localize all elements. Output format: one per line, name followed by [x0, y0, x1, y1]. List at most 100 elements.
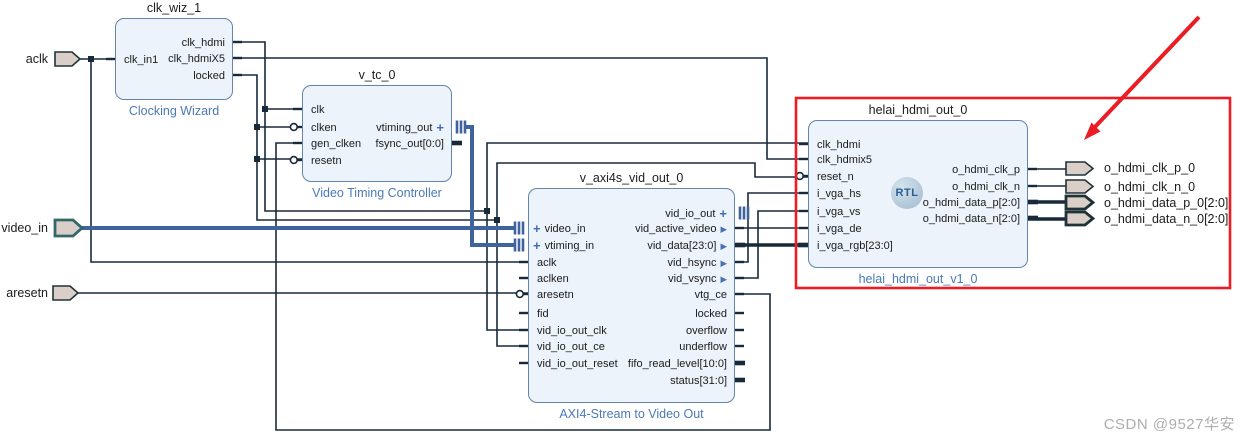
net-clk-hdmi-helai[interactable] [486, 142, 808, 211]
net-clk-hdmix5[interactable] [233, 57, 808, 160]
port-label-o-hdmi-clk-p-0: o_hdmi_clk_p_0 [1104, 161, 1196, 175]
pin-status310[interactable]: status[31:0] [670, 374, 727, 388]
expand-plus-icon[interactable]: + [533, 221, 541, 236]
pin-clk-in1[interactable]: clk_in1 [124, 53, 158, 67]
net-locked-resetn-helai[interactable] [496, 162, 808, 220]
expand-plus-icon[interactable]: + [533, 238, 541, 253]
net-clk-hdmi-vidioclk[interactable] [486, 211, 528, 331]
port-label-video-in: video_in [1, 221, 48, 235]
pin-fifo-read-level100[interactable]: fifo_read_level[10:0] [628, 357, 727, 371]
pin-clk-hdmi[interactable]: clk_hdmi [182, 36, 225, 50]
pin-gen-clken[interactable]: gen_clken [311, 137, 361, 151]
pin-label: vid_io_out_ce [537, 341, 605, 353]
pin-label: clk_hdmix5 [817, 154, 873, 166]
pin-clken[interactable]: clken [311, 121, 337, 135]
pin-vtiming-in[interactable]: +vtiming_in [533, 239, 594, 253]
pin-clk-hdmix5[interactable]: clk_hdmix5 [817, 153, 872, 167]
pin-locked[interactable]: locked [695, 307, 727, 321]
port-label-o-hdmi-data-p-0: o_hdmi_data_p_0[2:0] [1104, 196, 1229, 210]
pin-overflow[interactable]: overflow [686, 324, 727, 338]
junction [254, 124, 260, 130]
pin-aresetn[interactable]: aresetn [537, 288, 574, 302]
pin-label: aresetn [537, 289, 574, 301]
pin-label: vid_hsync [667, 257, 717, 269]
pin-o-hdmi-data-n20[interactable]: o_hdmi_data_n[2:0] [923, 212, 1020, 226]
pin-label: clk_hdmi [817, 139, 861, 151]
pin-vid-io-out[interactable]: vid_io_out+ [665, 207, 727, 221]
pin-resetn[interactable]: resetn [311, 154, 342, 168]
pin-video-in[interactable]: +video_in [533, 222, 586, 236]
pin-vtg-ce[interactable]: vtg_ce [695, 288, 727, 302]
pin-label: clk_in1 [124, 54, 159, 66]
port-shape-aclk[interactable] [54, 51, 82, 67]
pin-vid-io-out-clk[interactable]: vid_io_out_clk [537, 324, 607, 338]
pin-label: aclken [537, 273, 569, 285]
net-locked-vidioce[interactable] [496, 220, 528, 347]
pin-label: vid_data[23:0] [647, 240, 717, 252]
pin-label: status[31:0] [670, 375, 727, 387]
pin-vid-io-out-ce[interactable]: vid_io_out_ce [537, 340, 605, 354]
junction [262, 106, 268, 112]
pin-locked[interactable]: locked [193, 69, 225, 83]
pin-label: i_vga_rgb[23:0] [817, 240, 893, 252]
pin-vid-active-video[interactable]: vid_active_video▶ [635, 222, 727, 236]
pin-o-hdmi-clk-n[interactable]: o_hdmi_clk_n [952, 180, 1020, 194]
pin-label: clk_hdmiX5 [168, 53, 225, 65]
port-shape-aresetn[interactable] [52, 285, 80, 301]
port-shape-video-in[interactable] [53, 218, 85, 238]
rtl-badge: RTL [891, 177, 923, 209]
port-label-aclk: aclk [25, 52, 48, 66]
pin-clk[interactable]: clk [311, 103, 324, 117]
net-vtg-ce[interactable] [275, 142, 771, 431]
pin-aclk[interactable]: aclk [537, 256, 557, 270]
net-aclk[interactable] [90, 59, 528, 263]
pin-o-hdmi-clk-p[interactable]: o_hdmi_clk_p [952, 163, 1020, 177]
expand-plus-icon[interactable]: + [436, 120, 444, 135]
pin-fid[interactable]: fid [537, 307, 549, 321]
junction [254, 156, 260, 162]
pin-label: locked [695, 308, 727, 320]
inverted-pin-bubble [289, 155, 298, 165]
pin-label: vid_io_out_clk [537, 325, 607, 337]
pin-label: gen_clken [311, 138, 362, 150]
junction [484, 208, 490, 214]
pin-label: o_hdmi_data_p[2:0] [922, 197, 1020, 209]
pin-i-vga-hs[interactable]: i_vga_hs [817, 187, 861, 201]
pin-i-vga-de[interactable]: i_vga_de [817, 222, 862, 236]
pin-clk-hdmi[interactable]: clk_hdmi [817, 138, 860, 152]
pin-vid-vsync[interactable]: vid_vsync▶ [668, 272, 727, 286]
pin-label: o_hdmi_data_n[2:0] [922, 213, 1020, 225]
block-sublabel: Video Timing Controller [312, 186, 442, 200]
pin-fsync-out00[interactable]: fsync_out[0:0] [376, 137, 445, 151]
pin-reset-n[interactable]: reset_n [817, 170, 854, 184]
pin-label: reset_n [817, 171, 854, 183]
pin-clk-hdmiX5[interactable]: clk_hdmiX5 [168, 52, 225, 66]
port-label-o-hdmi-clk-n-0: o_hdmi_clk_n_0 [1104, 180, 1196, 194]
pin-label: overflow [686, 325, 727, 337]
expand-plus-icon[interactable]: + [719, 206, 727, 221]
pin-i-vga-rgb230[interactable]: i_vga_rgb[23:0] [817, 239, 893, 253]
pin-label: clk [311, 104, 325, 116]
pin-vtiming-out[interactable]: vtiming_out+ [376, 121, 444, 135]
pin-label: i_vga_hs [817, 188, 862, 200]
pin-vid-io-out-reset[interactable]: vid_io_out_reset [537, 357, 618, 371]
pin-vid-hsync[interactable]: vid_hsync▶ [668, 256, 727, 270]
pin-i-vga-vs[interactable]: i_vga_vs [817, 205, 860, 219]
pin-o-hdmi-data-p20[interactable]: o_hdmi_data_p[2:0] [923, 196, 1020, 210]
pin-vid-data230[interactable]: vid_data[23:0]▶ [647, 239, 727, 253]
pin-underflow[interactable]: underflow [679, 340, 727, 354]
bus-vtiming[interactable] [466, 125, 514, 247]
port-label-o-hdmi-data-n-0: o_hdmi_data_n_0[2:0] [1104, 212, 1229, 226]
pin-label: o_hdmi_clk_p [952, 164, 1020, 176]
pin-aclken[interactable]: aclken [537, 272, 569, 286]
pin-label: o_hdmi_clk_n [952, 181, 1020, 193]
net-locked[interactable] [233, 74, 497, 221]
block-title: helai_hdmi_out_0 [868, 103, 968, 117]
pin-label: i_vga_vs [817, 206, 861, 218]
watermark: CSDN @9527华安 [1103, 416, 1235, 433]
